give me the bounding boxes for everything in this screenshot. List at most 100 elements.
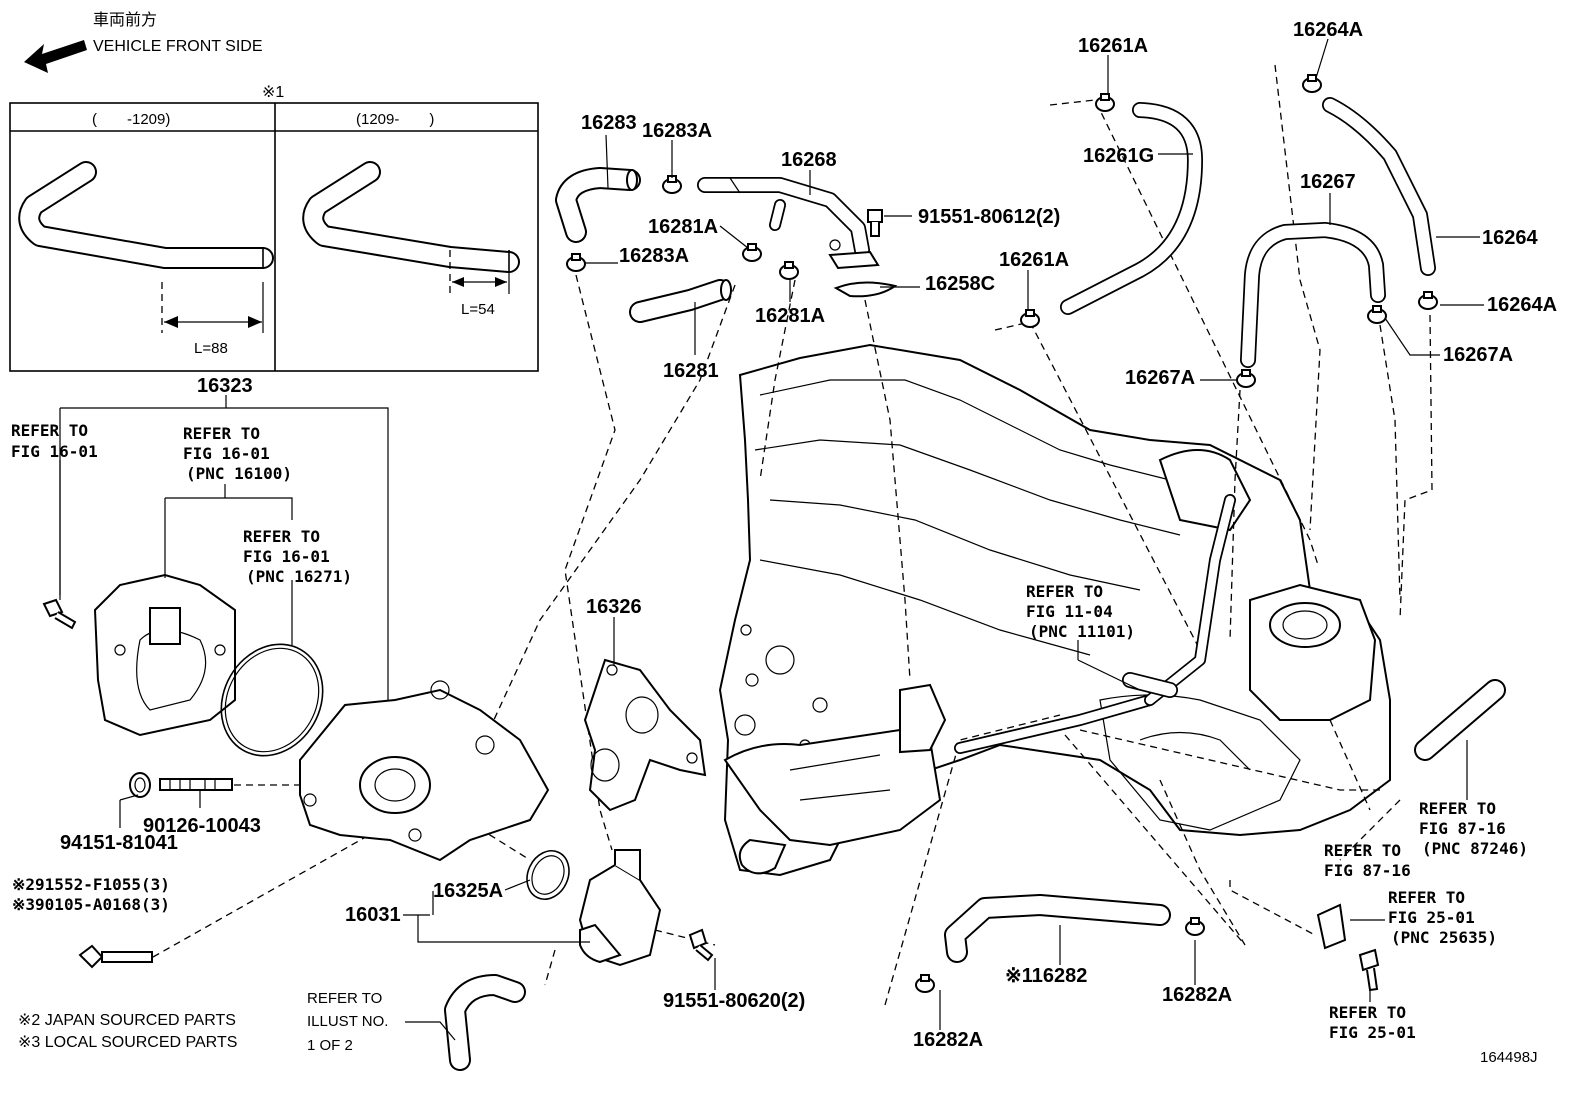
ref8-line2: FIG 25-01	[1329, 1023, 1416, 1042]
direction-en-label: VEHICLE FRONT SIDE	[93, 38, 263, 55]
inset-dim2: L=54	[461, 301, 495, 318]
label-16281: 16281	[663, 360, 719, 382]
inset-dim1: L=88	[194, 340, 228, 357]
inset-box: ※1 ( -1209) (1209- ) L=88 L=54	[9, 84, 539, 372]
ref2-line1: REFER TO	[183, 424, 260, 443]
engine-pipes	[954, 494, 1236, 754]
label-16031: 16031	[345, 904, 401, 926]
ref6-line1: REFER TO	[1324, 841, 1401, 860]
ref9-line1: REFER TO	[307, 990, 382, 1007]
label-16283A-left: 16283A	[619, 245, 689, 267]
clamp-16281A-a	[742, 243, 762, 262]
ref3-line2: FIG 16-01	[243, 547, 330, 566]
note-local-sourced: ※3 LOCAL SOURCED PARTS	[18, 1034, 237, 1051]
bolt-291552	[78, 944, 153, 969]
water-pump-cover	[93, 573, 236, 737]
bolt-refer-16-01	[42, 598, 77, 630]
label-16282A-right: 16282A	[1162, 984, 1232, 1006]
label-16267A-right: 16267A	[1443, 344, 1513, 366]
label-94151-81041: 94151-81041	[60, 832, 178, 854]
hose-lower-left	[444, 974, 526, 1071]
ref9-line2: ILLUST NO.	[307, 1013, 388, 1030]
label-16282A-left: 16282A	[913, 1029, 983, 1051]
ref3-line3: (PNC 16271)	[246, 567, 352, 586]
label-16281A-a: 16281A	[648, 216, 718, 238]
ref1-line2: FIG 16-01	[11, 442, 98, 461]
label-16261A-mid: 16261A	[999, 249, 1069, 271]
ref2-line3: (PNC 16100)	[186, 464, 292, 483]
label-90126-10043: 90126-10043	[143, 815, 261, 837]
engine-block	[718, 343, 1391, 877]
clamp-16261A-top	[1095, 93, 1115, 112]
bracket-25635	[1316, 903, 1347, 950]
gasket-16258C	[833, 281, 898, 298]
ref4-line3: (PNC 11101)	[1029, 622, 1135, 641]
label-16281A-b: 16281A	[755, 305, 825, 327]
label-16325A: 16325A	[433, 880, 503, 902]
hose-16264	[1322, 97, 1436, 276]
label-16267A-left: 16267A	[1125, 367, 1195, 389]
o-ring-16325A	[526, 850, 570, 900]
label-91551-80620: 91551-80620(2)	[663, 990, 805, 1012]
bolt-note-b: ※390105-A0168(3)	[12, 895, 170, 914]
ref5-line1: REFER TO	[1419, 799, 1496, 818]
label-16261G: 16261G	[1083, 145, 1154, 167]
ref2-line2: FIG 16-01	[183, 444, 270, 463]
water-inlet-16031	[578, 849, 662, 967]
solid-leaders	[59, 38, 1484, 1041]
figure-code: 164498J	[1480, 1049, 1538, 1066]
label-16283: 16283	[581, 112, 637, 134]
ref1-line1: REFER TO	[11, 421, 88, 440]
clamp-16267A-left	[1236, 369, 1256, 388]
label-16268: 16268	[781, 149, 837, 171]
footnotes: ※291552-F1055(3) ※390105-A0168(3) ※2 JAP…	[12, 875, 237, 1051]
hose-16282	[944, 894, 1171, 963]
vehicle-front-arrow-icon	[24, 40, 87, 73]
ref5-line3: (PNC 87246)	[1422, 839, 1528, 858]
clamp-16264A-right	[1418, 291, 1438, 310]
clamp-16282A-right	[1185, 917, 1205, 936]
clamp-16264A-top	[1302, 74, 1322, 93]
callout-labels: 16323 16283 16283A 16283A 16268 91551-80…	[60, 19, 1557, 1066]
bolt-91551-80612	[867, 209, 883, 237]
label-16323: 16323	[197, 375, 253, 397]
hose-16283	[555, 167, 641, 243]
gasket-16326	[583, 658, 707, 812]
hose-16261G	[1060, 102, 1203, 315]
label-16261A-top: 16261A	[1078, 35, 1148, 57]
clamp-16283A-top	[662, 175, 682, 194]
gasket-o-ring	[220, 643, 324, 757]
pipe-16268	[697, 177, 880, 270]
ref5-line2: FIG 87-16	[1419, 819, 1506, 838]
label-16264A-top: 16264A	[1293, 19, 1363, 41]
label-91551-80612: 91551-80612(2)	[918, 206, 1060, 228]
hose-16267	[1240, 222, 1386, 368]
label-16282: ※116282	[1005, 965, 1087, 987]
ref9-line3: 1 OF 2	[307, 1037, 353, 1054]
inset-col2-header: (1209- )	[356, 111, 434, 128]
bolt-note-a: ※291552-F1055(3)	[12, 875, 170, 894]
bolt-25-01	[1358, 948, 1380, 992]
stud-90126	[159, 778, 233, 791]
clamp-16261A-mid	[1020, 309, 1040, 328]
clamp-16267A-right	[1367, 305, 1387, 324]
label-16326: 16326	[586, 596, 642, 618]
ref4-line1: REFER TO	[1026, 582, 1103, 601]
ref4-line2: FIG 11-04	[1026, 602, 1113, 621]
reference-notes: REFER TO FIG 16-01 REFER TO FIG 16-01 (P…	[11, 421, 1528, 1054]
note-japan-sourced: ※2 JAPAN SOURCED PARTS	[18, 1012, 236, 1029]
clamp-16281A-b	[779, 261, 799, 280]
label-16258C: 16258C	[925, 273, 995, 295]
ref7-line1: REFER TO	[1388, 888, 1465, 907]
ref3-line1: REFER TO	[243, 527, 320, 546]
ref7-line2: FIG 25-01	[1388, 908, 1475, 927]
direction-jp-label: 車両前方	[93, 11, 157, 29]
hose-16281	[629, 279, 732, 323]
label-16264A-right: 16264A	[1487, 294, 1557, 316]
bolt-91551-80620	[688, 928, 714, 962]
water-pump-16323	[299, 680, 550, 862]
clamp-16283A-left	[566, 253, 586, 272]
ref8-line1: REFER TO	[1329, 1003, 1406, 1022]
inset-marker: ※1	[262, 84, 284, 101]
